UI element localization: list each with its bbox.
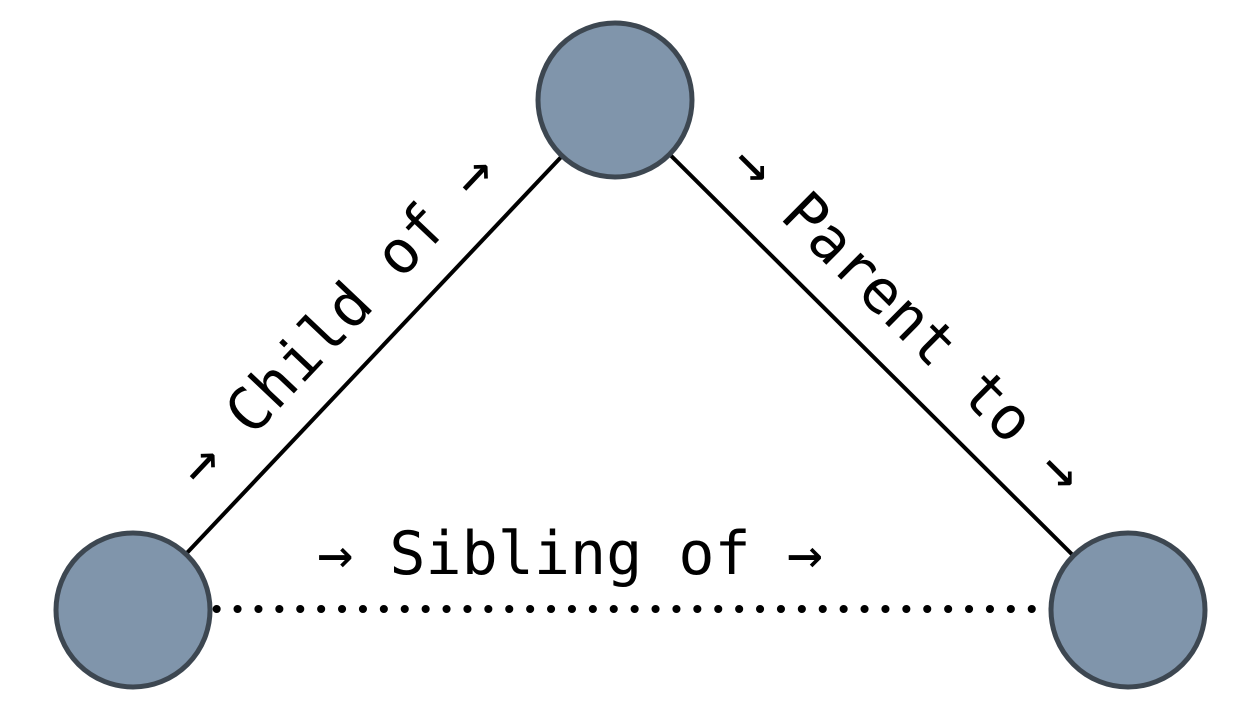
child-of-edge-label: → Child of → bbox=[162, 138, 511, 501]
parent-to-edge-label: → Parent to → bbox=[717, 128, 1100, 509]
parent-to-edge-line bbox=[613, 98, 1130, 612]
child-of-edge-line bbox=[131, 98, 617, 612]
bottom-left-node-circle bbox=[53, 530, 213, 690]
sibling-of-edge-label: → Sibling of → bbox=[317, 519, 823, 589]
top-node-circle bbox=[535, 20, 695, 180]
bottom-right-node-circle bbox=[1048, 530, 1208, 690]
